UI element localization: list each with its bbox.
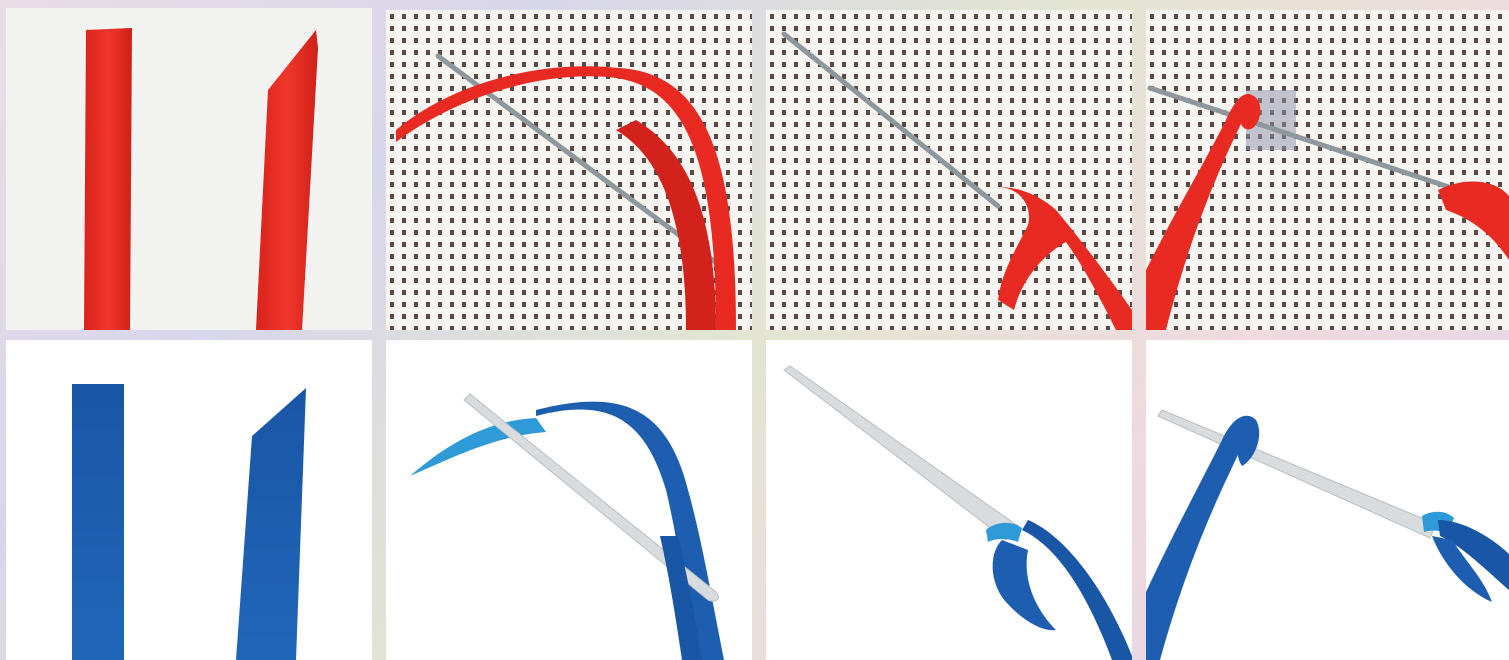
- photo-ribbon-pierce-art: [1146, 10, 1509, 330]
- photo-ribbon-ends-art: [6, 8, 372, 330]
- ribbon-angled-end: [256, 30, 318, 330]
- blue-ribbon-tail: [1022, 520, 1132, 660]
- photo-ribbon-ends: [6, 8, 372, 330]
- photo-ribbon-lock: [766, 10, 1132, 330]
- ribbon-angled-end: [236, 388, 306, 660]
- diagram-needle-threading-art: [386, 340, 752, 660]
- photo-ribbon-lock-art: [766, 10, 1132, 330]
- photo-needle-threading: [386, 10, 752, 330]
- diagram-ribbon-lock: [766, 340, 1132, 660]
- blue-ribbon-loop: [1146, 416, 1259, 660]
- diagram-ribbon-ends: [6, 340, 372, 660]
- diagram-ribbon-pierce-art: [1146, 340, 1509, 660]
- ribbon-straight-end: [84, 28, 132, 330]
- diagram-needle-threading: [386, 340, 752, 660]
- needle: [784, 366, 1018, 540]
- diagram-ribbon-ends-art: [6, 340, 372, 660]
- blue-ribbon-loop: [993, 540, 1056, 630]
- diagram-ribbon-lock-art: [766, 340, 1132, 660]
- photo-ribbon-pierce: [1146, 10, 1509, 330]
- ribbon-straight-end: [72, 384, 124, 660]
- photo-needle-threading-art: [386, 10, 752, 330]
- diagram-ribbon-pierce: [1146, 340, 1509, 660]
